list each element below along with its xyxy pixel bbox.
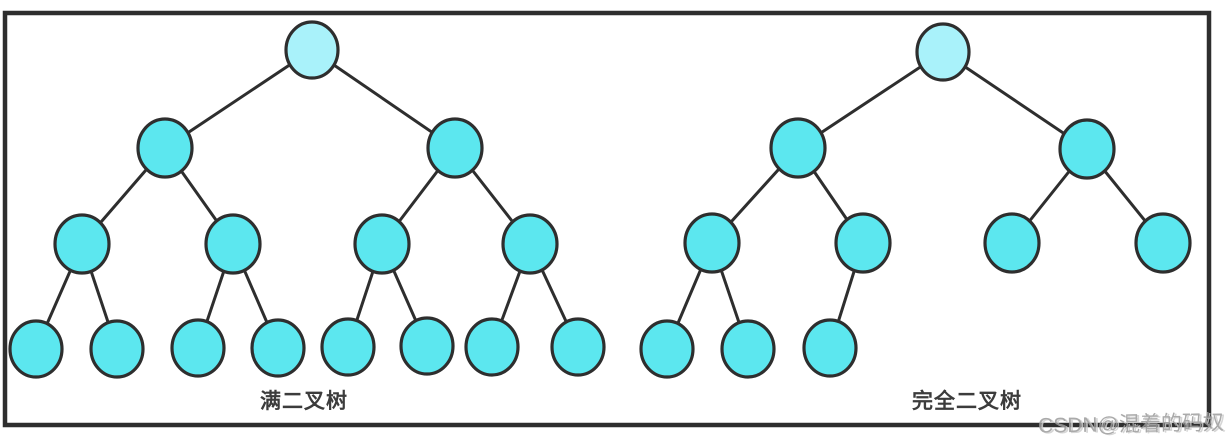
tree-node — [550, 317, 606, 377]
tree-node — [250, 318, 306, 378]
tree-node — [399, 316, 455, 376]
tree-root-node — [915, 22, 971, 82]
trees-layer — [8, 20, 1192, 379]
tree-node — [53, 213, 111, 275]
tree-node — [1134, 212, 1192, 274]
tree-node — [136, 117, 194, 179]
tree-edge — [163, 48, 314, 150]
outer-frame — [2, 10, 1212, 428]
tree-node — [834, 212, 892, 274]
complete-binary-tree-label: 完全二叉树 — [912, 390, 1022, 413]
tree-node — [204, 213, 262, 275]
full-binary-tree-label: 满二叉树 — [260, 390, 348, 413]
full-binary-tree — [8, 20, 606, 379]
tree-node — [89, 319, 145, 379]
tree-node — [802, 318, 858, 378]
tree-node — [170, 318, 226, 378]
tree-node — [720, 319, 776, 379]
tree-node — [8, 319, 64, 379]
tree-node — [983, 212, 1041, 274]
tree-root-node — [284, 20, 340, 80]
tree-node — [426, 117, 484, 179]
csdn-watermark: CSDN@混着的码奴 — [1038, 411, 1225, 438]
tree-node — [320, 317, 376, 377]
complete-binary-tree — [639, 22, 1192, 379]
tree-node — [683, 212, 741, 274]
tree-node — [769, 117, 827, 179]
tree-node — [353, 213, 411, 275]
tree-node — [639, 319, 695, 379]
tree-node — [464, 317, 520, 377]
tree-node — [1058, 118, 1116, 180]
tree-node — [501, 213, 559, 275]
